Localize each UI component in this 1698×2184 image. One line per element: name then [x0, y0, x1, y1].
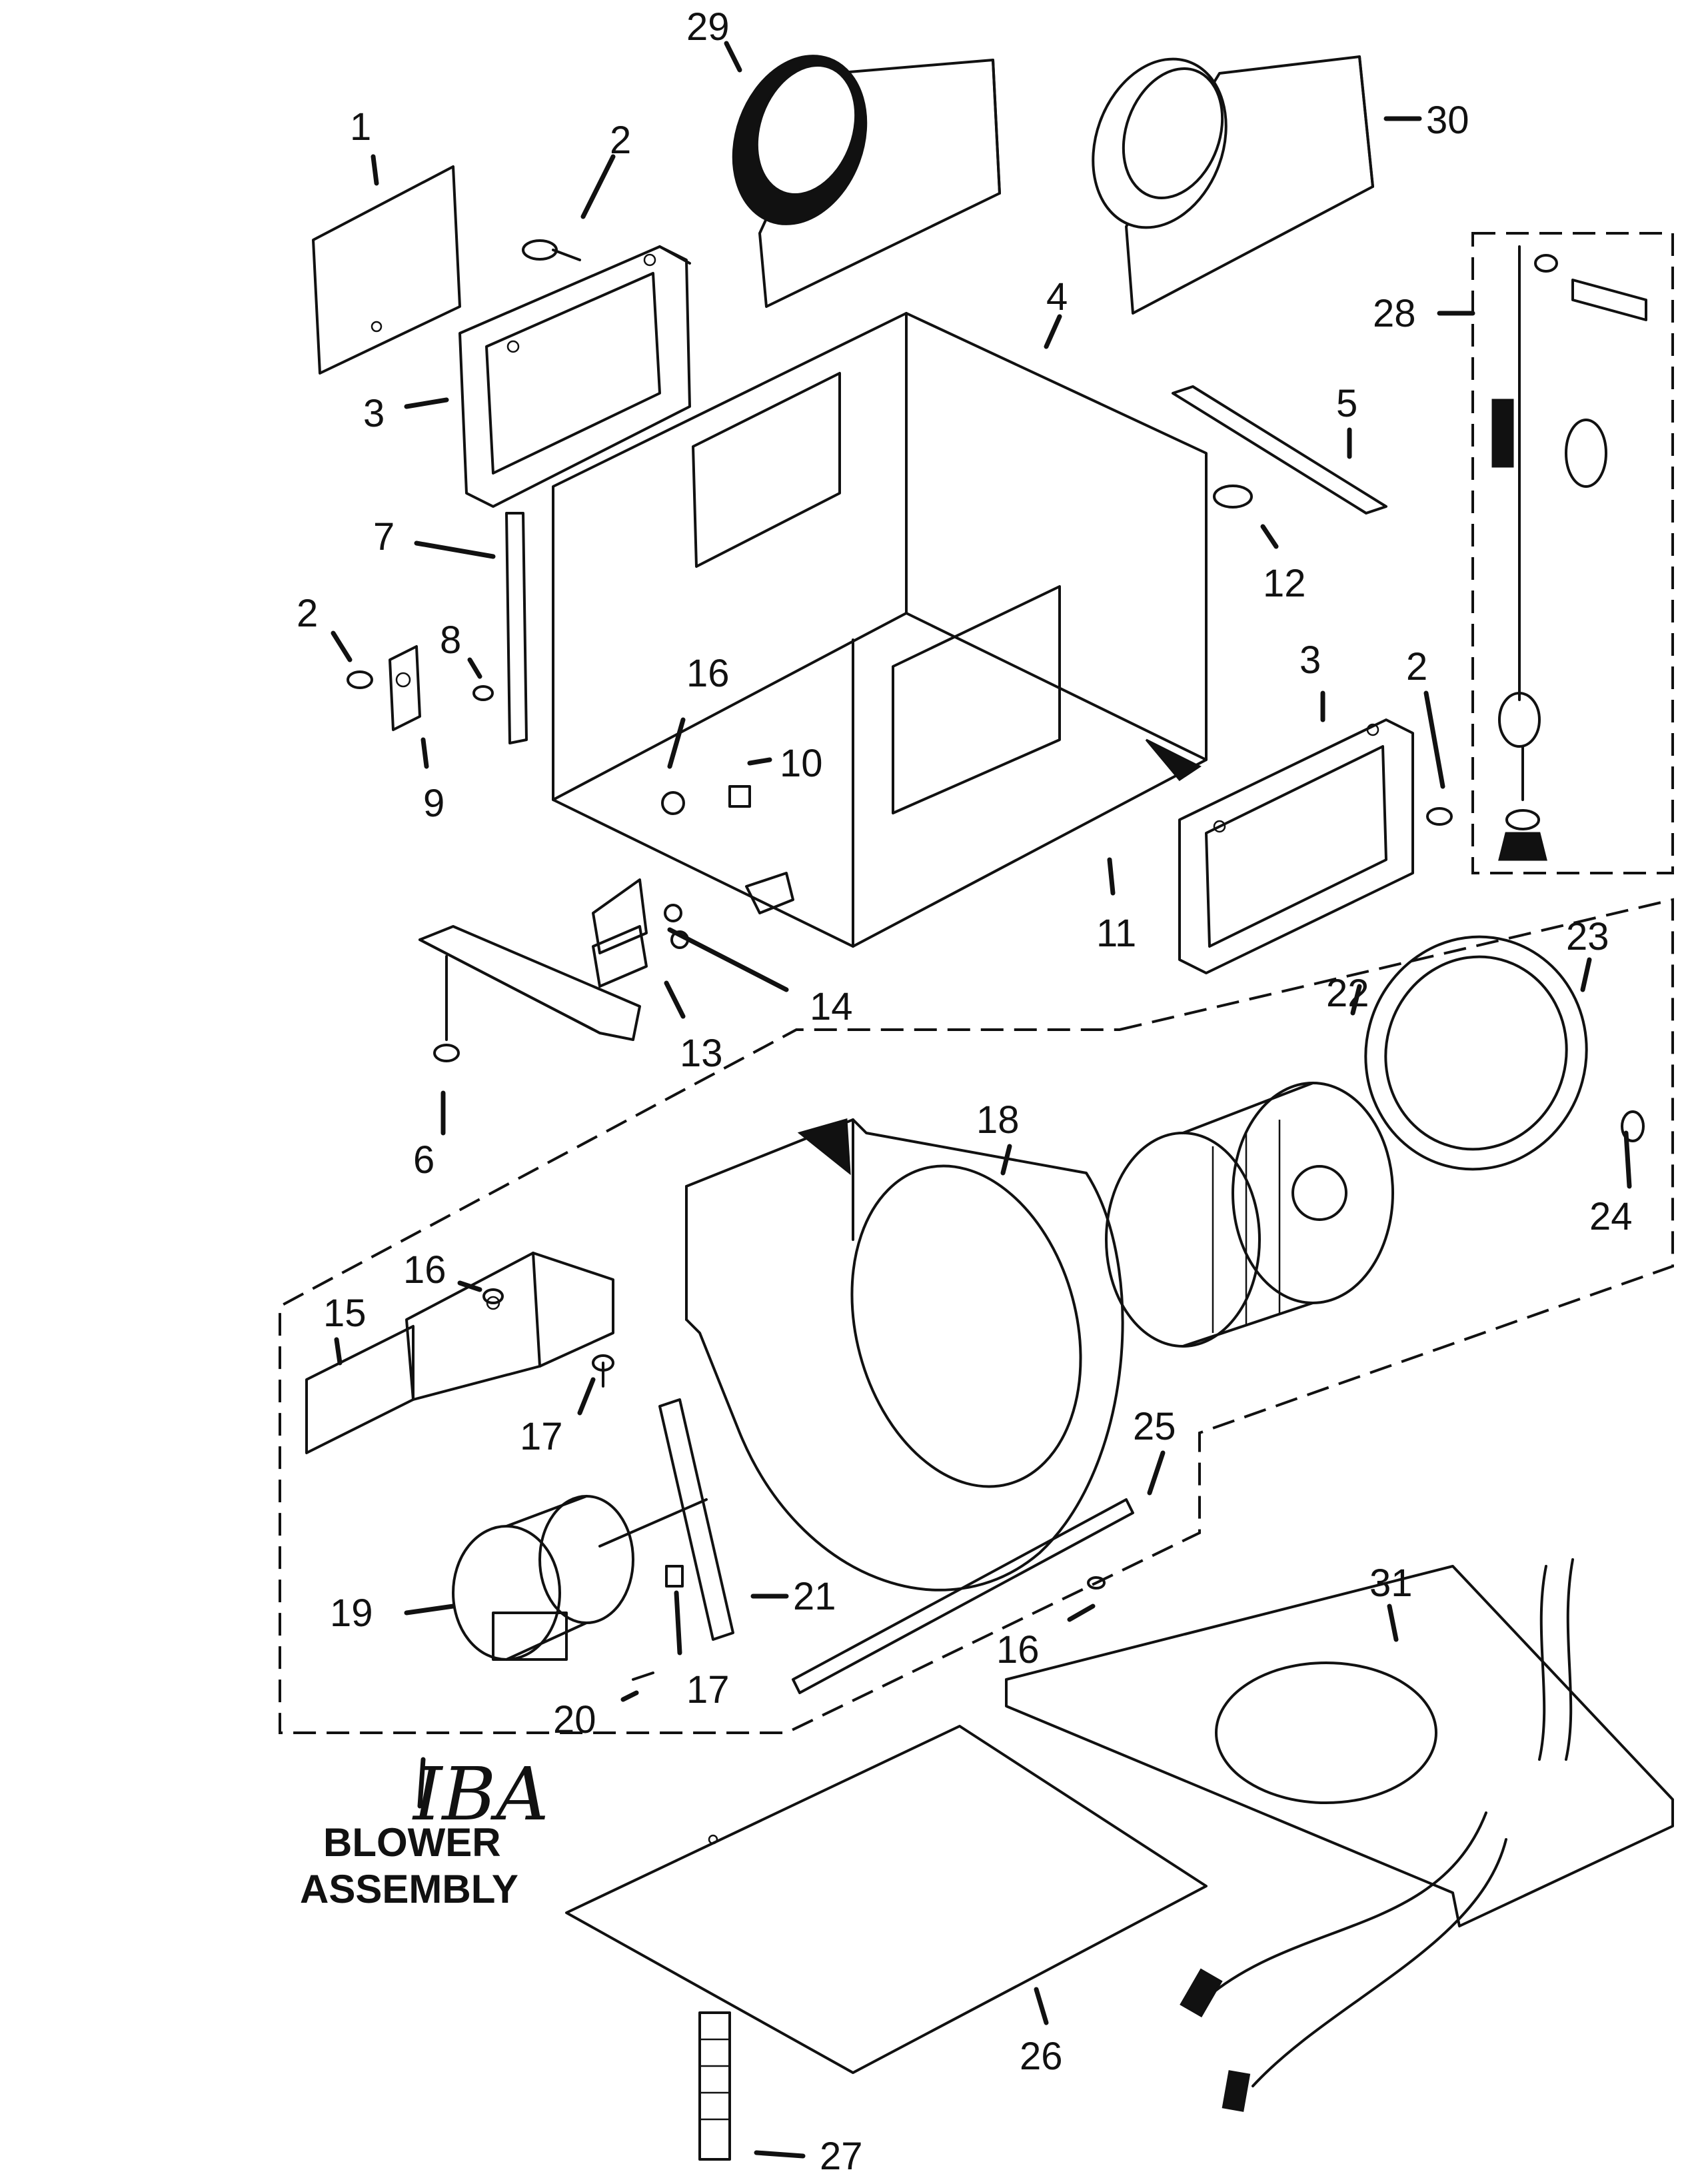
callout-18: 18 [976, 1098, 1020, 1142]
part-16-nut-rod [1087, 1576, 1106, 1590]
blower-assembly-boundary [279, 898, 1674, 1734]
part-20-screw [632, 1671, 654, 1681]
part-2-screw-top [522, 239, 581, 261]
callout-2-left: 2 [297, 592, 318, 635]
part-4-housing [552, 312, 1208, 948]
callout-25: 25 [1133, 1405, 1176, 1448]
callout-22: 22 [1326, 972, 1369, 1015]
callout-23: 23 [1566, 915, 1609, 958]
part-29-duct-collar-ring [732, 55, 1001, 308]
part-9-plate [389, 645, 421, 731]
part-7-strip [505, 512, 528, 744]
part-30-duct-adapter [1092, 55, 1374, 315]
callout-21: 21 [793, 1575, 836, 1618]
part-22-blower-wheel [1105, 1082, 1394, 1348]
part-10-clip [728, 785, 751, 808]
part-13-bracket-plates [592, 878, 648, 988]
callout-3-left: 3 [363, 392, 385, 435]
callout-labels: 29 30 1 2 3 4 28 5 7 12 2 8 16 3 2 9 10 … [297, 5, 1633, 2178]
callout-4: 4 [1046, 275, 1068, 319]
callout-16-rod: 16 [996, 1628, 1040, 1671]
part-23-gasket-ring [1364, 935, 1588, 1171]
callout-31: 31 [1369, 1562, 1413, 1605]
part-3-junction-box-right [1178, 718, 1414, 974]
callout-10: 10 [780, 742, 823, 785]
part-2-screw-left [347, 670, 373, 689]
part-12-grommet [1213, 485, 1253, 509]
part-28-chain-kit [1471, 232, 1674, 874]
part-11-connector [745, 872, 794, 914]
callout-6: 6 [413, 1138, 434, 1182]
part-14-fasteners [664, 904, 689, 949]
part-26-bottom-panel [565, 1725, 1208, 2074]
callout-30: 30 [1426, 99, 1469, 142]
callout-7: 7 [373, 515, 395, 558]
callout-28: 28 [1373, 292, 1416, 335]
callout-17-lower: 17 [686, 1668, 730, 1711]
assembly-caption-line1: BLOWER [323, 1820, 501, 1865]
callout-16-bracket: 16 [403, 1248, 446, 1292]
part-18-scroll-housing [685, 1118, 1124, 1592]
part-8-screw [472, 685, 494, 701]
assembly-caption-line2: ASSEMBLY [300, 1867, 518, 1911]
callout-3-right: 3 [1299, 638, 1321, 682]
callout-16-housing: 16 [686, 652, 730, 695]
assembly-handwritten-code: IBA [412, 1751, 549, 1837]
callout-2-right: 2 [1406, 645, 1427, 688]
part-16-nut-bracket [482, 1288, 504, 1304]
callout-17-upper: 17 [520, 1415, 563, 1458]
callout-24: 24 [1589, 1195, 1633, 1238]
part-27-threaded-stud [698, 2011, 731, 2161]
assembly-caption: IBA BLOWER ASSEMBLY [300, 1751, 549, 1911]
callout-15: 15 [323, 1292, 367, 1335]
part-5-bracket [1172, 385, 1387, 515]
part-15-motor-mount [305, 1252, 614, 1454]
callout-27: 27 [820, 2135, 863, 2178]
part-19-motor [452, 1495, 708, 1661]
callout-1: 1 [350, 105, 371, 149]
part-2-screw-right [1426, 807, 1453, 826]
part-24-clip [1621, 1110, 1645, 1142]
part-17-bolt-upper [592, 1354, 614, 1388]
part-3-junction-box-left [458, 245, 691, 508]
callout-9: 9 [423, 782, 444, 825]
callout-8: 8 [440, 618, 461, 662]
callout-26: 26 [1020, 2035, 1063, 2078]
callout-5: 5 [1336, 382, 1357, 425]
part-25-rod [792, 1498, 1134, 1694]
callout-14: 14 [810, 985, 853, 1028]
part-6-mounting-rail [419, 925, 641, 1062]
callout-13: 13 [680, 1032, 723, 1075]
callout-2-top: 2 [610, 119, 631, 162]
part-31-base-plate [1005, 1558, 1674, 2112]
part-1-cover-plate [312, 165, 461, 375]
callout-19: 19 [330, 1592, 373, 1635]
leader-lines [331, 41, 1632, 2159]
part-21-brace [658, 1398, 734, 1641]
callout-20: 20 [553, 1698, 596, 1741]
part-16-nut-housing [661, 791, 685, 815]
callout-11: 11 [1096, 912, 1136, 955]
callout-12: 12 [1263, 562, 1306, 605]
callout-29: 29 [686, 5, 730, 49]
part-17-bolt-lower [665, 1565, 684, 1588]
